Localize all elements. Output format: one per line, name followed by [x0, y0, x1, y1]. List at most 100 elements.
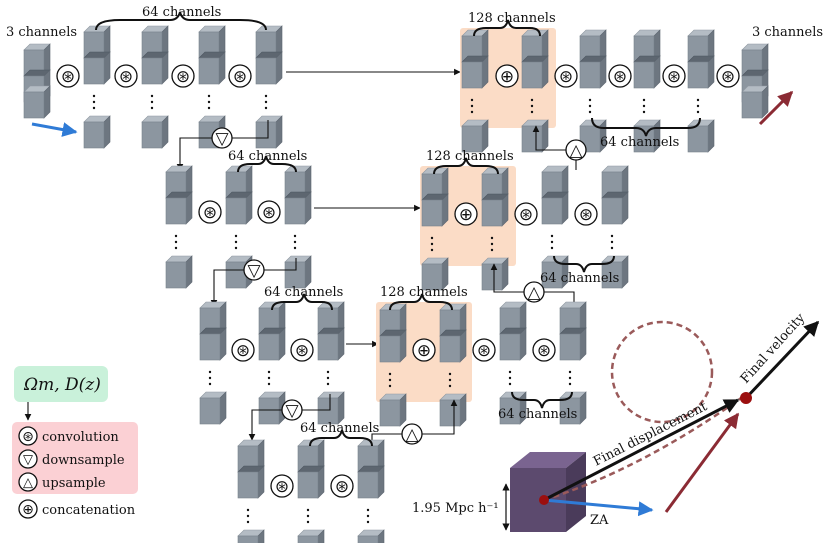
downsample-op: ▽ — [211, 127, 233, 149]
legend: ⊛ convolution ▽ downsample △ upsample ⊕ … — [12, 422, 138, 519]
svg-text:▽: ▽ — [215, 129, 229, 149]
concat-op: ⊕ — [495, 64, 519, 88]
trajectory-curve — [543, 394, 745, 502]
conv-op: ⊛ — [171, 64, 195, 88]
feature-stack — [602, 166, 628, 288]
box-top — [510, 452, 586, 468]
upsample-op: △ — [401, 423, 423, 445]
trajectory-circle — [610, 320, 714, 424]
physics-inset: 1.95 Mpc h⁻¹ ZA Final displacement Final… — [412, 310, 820, 532]
upsample-op: △ — [565, 139, 587, 161]
conv-op: ⊛ — [554, 64, 578, 88]
final-velocity-arrow — [744, 320, 820, 400]
conv-op: ⊛ — [716, 64, 740, 88]
concat-op: ⊕ — [412, 338, 436, 362]
level-3-encoder: ⊛ ⊛ 64 channels — [200, 285, 344, 424]
box-size-label: 1.95 Mpc h⁻¹ — [412, 501, 499, 516]
conv-op: ⊛ — [330, 474, 354, 498]
brace — [309, 429, 373, 447]
svg-text:△: △ — [569, 141, 583, 161]
level-2-concat: ⊕ 128 channels — [420, 149, 516, 290]
level-3-decoder: ⊛ ⊛ 64 channels — [472, 302, 586, 424]
brace — [511, 391, 573, 409]
label-channels: 64 channels — [540, 271, 619, 286]
feature-stack — [542, 166, 568, 288]
za-arrow — [543, 498, 654, 517]
svg-text:△: △ — [527, 283, 541, 303]
conv-op: ⊛ — [228, 64, 252, 88]
input-arrow — [31, 122, 78, 137]
feature-stack — [358, 440, 384, 543]
level-1-encoder: 3 channels ⊛ ⊛ ⊛ ⊛ 64 channels — [6, 5, 282, 148]
feature-stack — [200, 302, 226, 424]
brace — [591, 117, 701, 137]
feature-stack — [84, 26, 110, 148]
svg-text:⊛: ⊛ — [203, 203, 217, 223]
svg-text:⊛: ⊛ — [519, 205, 533, 225]
final-displacement-label: Final displacement — [591, 399, 710, 470]
label-channels: 64 channels — [300, 421, 379, 436]
svg-text:⊛: ⊛ — [295, 341, 309, 361]
concat-op: ⊕ — [454, 202, 478, 226]
svg-text:⊛: ⊛ — [613, 67, 627, 87]
label-channels: 64 channels — [264, 285, 343, 300]
label-output-channels: 3 channels — [752, 25, 823, 40]
za-label: ZA — [590, 513, 609, 528]
feature-stack — [688, 30, 714, 152]
upsample-op: △ — [523, 281, 545, 303]
level-1-decoder: ⊛ ⊛ ⊛ ⊛ 3 channels 64 channels — [554, 25, 823, 152]
level-1-concat: ⊕ 128 channels — [460, 11, 556, 152]
conv-op: ⊛ — [514, 202, 538, 226]
svg-text:△: △ — [405, 425, 419, 445]
legend-item-concatenation: ⊕ concatenation — [18, 499, 136, 519]
conv-op: ⊛ — [114, 64, 138, 88]
conv-op: ⊛ — [231, 338, 255, 362]
svg-text:▽: ▽ — [285, 401, 299, 421]
svg-text:upsample: upsample — [42, 476, 106, 491]
conv-op: ⊛ — [662, 64, 686, 88]
svg-text:⊛: ⊛ — [721, 67, 735, 87]
conv-op: ⊛ — [608, 64, 632, 88]
params-label: Ωm, D(z) — [23, 375, 101, 395]
feature-stack — [560, 302, 586, 424]
svg-text:△: △ — [23, 476, 33, 491]
label-channels: 64 channels — [142, 5, 221, 20]
conv-op: ⊛ — [472, 338, 496, 362]
feature-stack — [580, 30, 606, 152]
conv-op: ⊛ — [56, 64, 80, 88]
feature-stack — [298, 440, 324, 543]
svg-text:⊛: ⊛ — [477, 341, 491, 361]
label-channels: 64 channels — [600, 135, 679, 150]
svg-text:⊛: ⊛ — [579, 205, 593, 225]
final-velocity-label: Final velocity — [738, 310, 809, 386]
svg-text:⊛: ⊛ — [275, 477, 289, 497]
feature-stack — [256, 26, 282, 148]
input-cube — [23, 85, 51, 119]
svg-text:⊛: ⊛ — [537, 341, 551, 361]
label-channels: 128 channels — [468, 11, 556, 26]
legend-item-upsample: △ upsample — [18, 472, 106, 492]
brace — [237, 155, 297, 173]
feature-stack — [500, 302, 526, 424]
input-params: Ωm, D(z) — [14, 366, 108, 421]
svg-text:⊕: ⊕ — [459, 205, 473, 225]
label-channels: 128 channels — [426, 149, 514, 164]
downsample-op: ▽ — [243, 259, 265, 281]
conv-op: ⊛ — [574, 202, 598, 226]
brace — [433, 157, 499, 175]
svg-text:⊛: ⊛ — [262, 203, 276, 223]
level-3-concat: ⊕ 128 channels — [376, 285, 472, 426]
svg-text:⊛: ⊛ — [559, 67, 573, 87]
label-channels: 128 channels — [380, 285, 468, 300]
legend-box — [12, 422, 138, 494]
conv-op: ⊛ — [198, 200, 222, 224]
downsample-op: ▽ — [281, 399, 303, 421]
svg-text:⊛: ⊛ — [335, 477, 349, 497]
feature-stack — [238, 440, 264, 543]
conv-op: ⊛ — [270, 474, 294, 498]
level-2-decoder: ⊛ ⊛ 64 channels — [514, 166, 628, 288]
za-velocity-arrow — [664, 412, 740, 513]
box-side — [566, 452, 586, 532]
label-channels: 64 channels — [228, 149, 307, 164]
legend-item-downsample: ▽ downsample — [18, 449, 125, 469]
